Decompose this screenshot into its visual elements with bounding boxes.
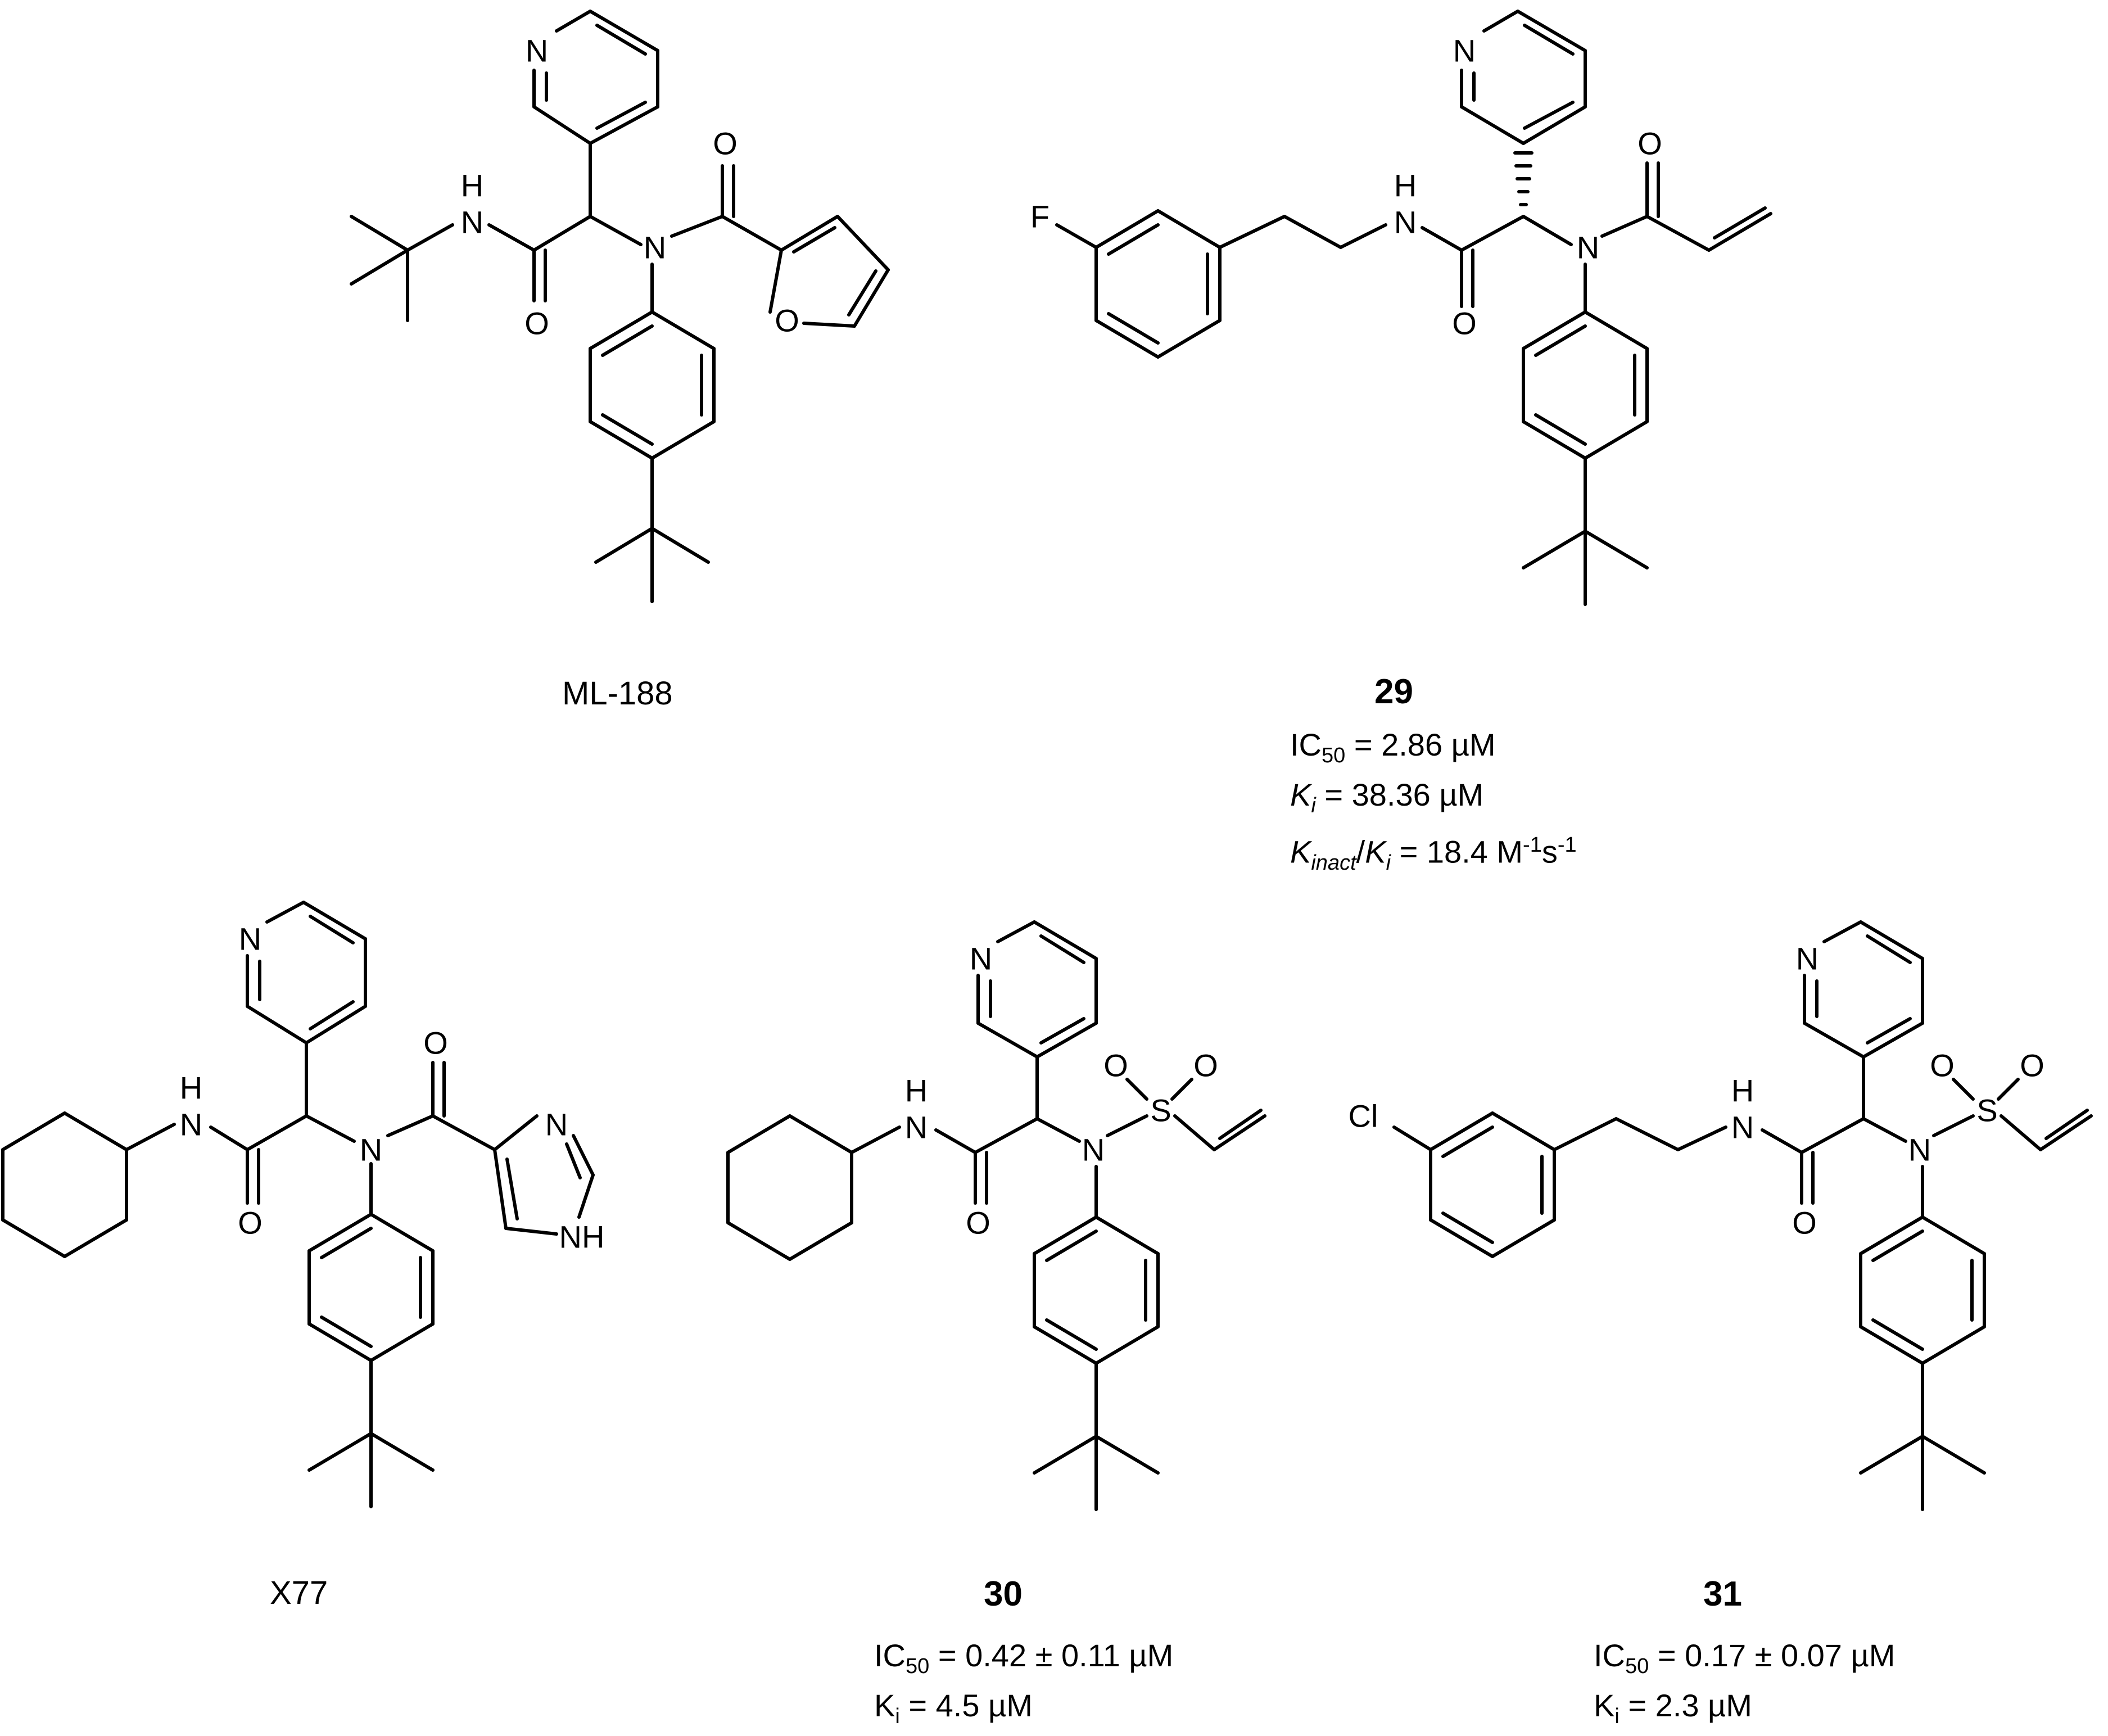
- atom-o: O: [775, 303, 799, 338]
- atom-cl: Cl: [1349, 1098, 1378, 1134]
- activity-line: IC50 = 0.42 ± 0.11 µM: [874, 1636, 1173, 1686]
- activity-line: Kinact/Ki = 18.4 M-1s-1: [1290, 825, 1577, 883]
- structure-x77: N H N N O O N NH: [1, 901, 605, 1508]
- activity-line: Ki = 38.36 µM: [1290, 775, 1577, 825]
- compound-number-29: 29: [1374, 672, 1413, 711]
- activity-text: K: [874, 1688, 895, 1724]
- atom-o: O: [238, 1205, 263, 1241]
- activity-text: = 18.4 M: [1391, 834, 1523, 870]
- activity-text: K: [1290, 777, 1311, 813]
- atom-s: S: [1976, 1093, 1997, 1128]
- activity-text: i: [1386, 851, 1391, 875]
- activity-text: K: [1290, 834, 1311, 870]
- atom-n: N: [526, 33, 548, 69]
- atom-o: O: [423, 1025, 448, 1061]
- activity-line: Ki = 2.3 µM: [1594, 1686, 1895, 1736]
- atom-n: N: [239, 921, 261, 957]
- atom-h: H: [905, 1073, 928, 1109]
- compound-number-31: 31: [1703, 1575, 1742, 1613]
- atom-n: N: [461, 205, 483, 240]
- atom-n: N: [545, 1107, 568, 1142]
- atom-o: O: [1637, 126, 1662, 161]
- atom-n: N: [1453, 33, 1476, 69]
- activity-text: inact: [1311, 851, 1356, 875]
- activity-line: IC50 = 0.17 ± 0.07 µM: [1594, 1636, 1895, 1686]
- activity-text: i: [895, 1705, 900, 1729]
- atom-nh: NH: [559, 1219, 605, 1255]
- atom-n: N: [360, 1132, 382, 1168]
- atom-o: O: [2020, 1048, 2044, 1083]
- activity-text: = 2.86 µM: [1345, 727, 1496, 762]
- atom-h: H: [1394, 168, 1417, 204]
- activity-text: IC: [874, 1638, 906, 1673]
- atom-h: H: [1731, 1073, 1754, 1109]
- atom-n: N: [970, 941, 992, 976]
- activity-text: K: [1594, 1688, 1615, 1724]
- atom-n: N: [1731, 1110, 1754, 1145]
- structure-ml-188: N H N N O O O: [350, 10, 890, 603]
- compound-number-30: 30: [984, 1575, 1023, 1613]
- activity-text: K: [1365, 834, 1386, 870]
- atom-o: O: [1103, 1048, 1128, 1083]
- atom-n: N: [1082, 1132, 1105, 1168]
- activity-text: s: [1541, 834, 1558, 870]
- atom-s: S: [1150, 1093, 1171, 1128]
- atom-n: N: [1577, 230, 1599, 265]
- activity-line: Ki = 4.5 µM: [874, 1686, 1173, 1736]
- activity-text: = 0.42 ± 0.11 µM: [929, 1638, 1174, 1673]
- activity-text: = 38.36 µM: [1315, 777, 1484, 813]
- activity-text: i: [1311, 794, 1316, 818]
- atom-f: F: [1030, 199, 1050, 234]
- activity-line: IC50 = 2.86 µM: [1290, 725, 1577, 775]
- atom-n: N: [1394, 205, 1417, 240]
- atom-o: O: [1792, 1205, 1817, 1241]
- atom-n: N: [180, 1107, 202, 1142]
- activity-text: = 0.17 ± 0.07 µM: [1649, 1638, 1896, 1673]
- activity-text: IC: [1290, 727, 1322, 762]
- activity-text: i: [1614, 1705, 1620, 1729]
- activity-text: = 4.5 µM: [899, 1688, 1033, 1724]
- atom-o: O: [713, 126, 738, 161]
- atom-o: O: [1193, 1048, 1218, 1083]
- activity-text: -1: [1523, 833, 1542, 857]
- atom-o: O: [966, 1205, 990, 1241]
- atom-n: N: [1908, 1132, 1931, 1168]
- activity-text: IC: [1594, 1638, 1625, 1673]
- structure-29: N H N N O O F: [1030, 10, 1772, 606]
- atom-h: H: [180, 1070, 202, 1106]
- compound-name-x77: X77: [270, 1575, 328, 1611]
- atom-h: H: [461, 168, 483, 204]
- atom-o: O: [524, 306, 549, 341]
- activity-text: 50: [1625, 1654, 1649, 1679]
- atom-n: N: [644, 230, 666, 265]
- atom-n: N: [905, 1110, 928, 1145]
- structure-31: N H N N O S O O Cl: [1349, 920, 2093, 1511]
- compound-name-ml-188: ML-188: [562, 675, 673, 712]
- structure-30: N H N N O S O O: [726, 920, 1266, 1511]
- activity-text: 50: [1322, 744, 1346, 768]
- atom-n: N: [1796, 941, 1819, 976]
- atom-o: O: [1930, 1048, 1955, 1083]
- activity-text: 50: [906, 1654, 930, 1679]
- activity-text: -1: [1557, 833, 1577, 857]
- activity-text: = 2.3 µM: [1619, 1688, 1752, 1724]
- activity-text: /: [1356, 834, 1365, 870]
- atom-o: O: [1452, 306, 1477, 341]
